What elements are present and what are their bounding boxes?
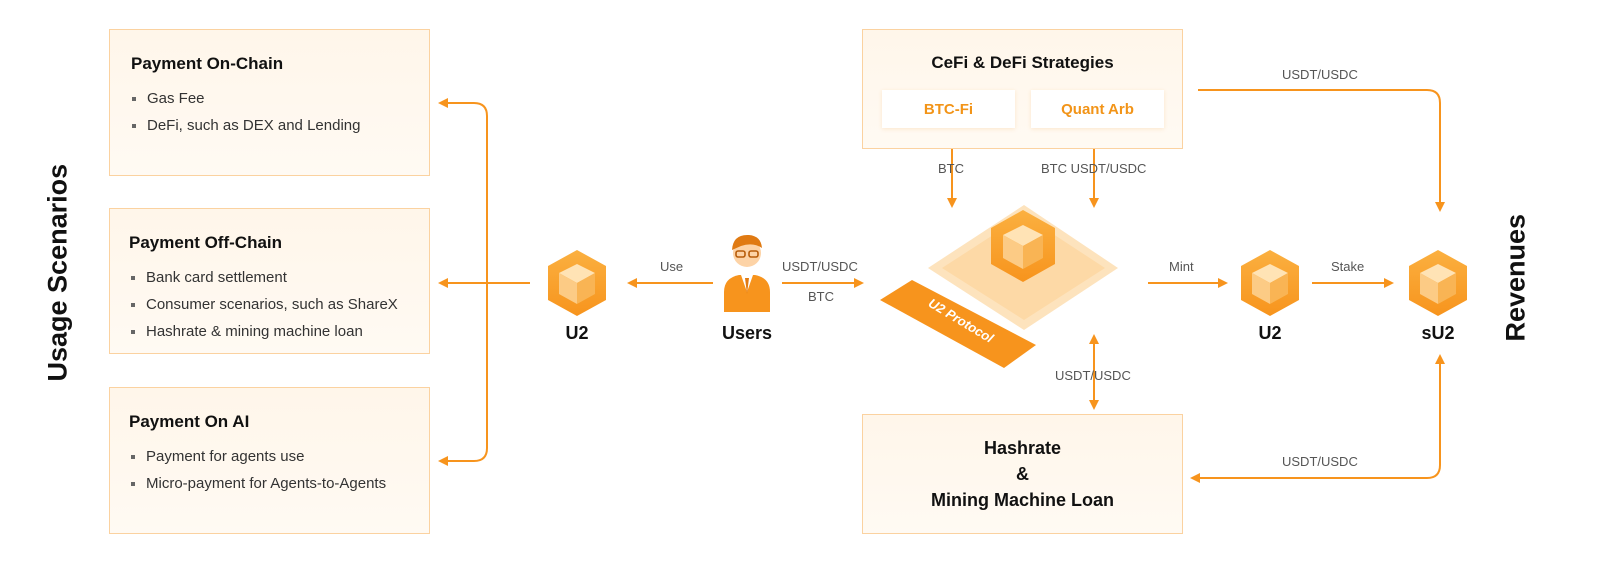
- bracket-arrow-top: [438, 98, 488, 285]
- flow-label-usdt-in: USDT/USDC: [782, 259, 858, 274]
- arrow-strategy-revenue: [1198, 89, 1445, 212]
- list-item: DeFi, such as DEX and Lending: [131, 112, 360, 139]
- list-item: Consumer scenarios, such as ShareX: [130, 291, 398, 318]
- list-item: Micro-payment for Agents-to-Agents: [130, 470, 386, 497]
- card-list: Gas Fee DeFi, such as DEX and Lending: [131, 85, 360, 139]
- flow-label-mint: Mint: [1169, 259, 1194, 274]
- card-title: Payment On-Chain: [131, 54, 284, 73]
- card-list: Payment for agents use Micro-payment for…: [130, 443, 386, 497]
- bracket-arrow-bottom: [438, 285, 488, 466]
- card-title: Payment On AI: [129, 412, 250, 431]
- u2-protocol-banner: [880, 280, 1036, 368]
- list-item: Bank card settlement: [130, 264, 398, 291]
- flow-label-strategy-revenue: USDT/USDC: [1282, 67, 1358, 82]
- u2-mint-icon: [1241, 250, 1299, 316]
- users-label: Users: [721, 323, 773, 343]
- list-item: Gas Fee: [131, 85, 360, 112]
- u2-token-icon: [548, 250, 606, 316]
- flow-label-loan-flow: USDT/USDC: [1055, 368, 1131, 383]
- loan-line-3: Mining Machine Loan: [931, 490, 1114, 510]
- list-item: Hashrate & mining machine loan: [130, 318, 398, 345]
- flow-label-btc-usdt-strategy: BTC USDT/USDC: [1041, 161, 1147, 176]
- flow-label-use: Use: [660, 259, 684, 274]
- flow-label-btc-in: BTC: [808, 289, 834, 304]
- payment-on-ai-card: Payment On AI Payment for agents use Mic…: [109, 387, 430, 534]
- payment-on-chain-card: Payment On-Chain Gas Fee DeFi, such as D…: [109, 29, 430, 176]
- card-title: Payment Off-Chain: [129, 233, 283, 252]
- flow-label-stake: Stake: [1331, 259, 1365, 274]
- quant-arb-chip: Quant Arb: [1031, 90, 1164, 128]
- list-item: Payment for agents use: [130, 443, 386, 470]
- su2-label: sU2: [1421, 323, 1455, 343]
- u2-token-label: U2: [565, 323, 589, 343]
- flow-label-btc-strategy: BTC: [938, 161, 964, 176]
- su2-token-icon: [1409, 250, 1467, 316]
- u2-mint-label: U2: [1258, 323, 1282, 343]
- mining-loan-card: Hashrate & Mining Machine Loan: [862, 414, 1183, 534]
- user-avatar-icon: [724, 234, 770, 312]
- loan-line-1: Hashrate: [983, 438, 1062, 458]
- loan-line-2: &: [1016, 464, 1029, 484]
- payment-off-chain-card: Payment Off-Chain Bank card settlement C…: [109, 208, 430, 354]
- flow-label-loan-revenue: USDT/USDC: [1282, 454, 1358, 469]
- loan-title: Hashrate & Mining Machine Loan: [863, 435, 1182, 513]
- strategies-card: CeFi & DeFi Strategies BTC-Fi Quant Arb: [862, 29, 1183, 149]
- btc-fi-chip: BTC-Fi: [882, 90, 1015, 128]
- u2-protocol-cube-icon: [991, 210, 1055, 282]
- strategies-title: CeFi & DeFi Strategies: [931, 53, 1114, 72]
- card-list: Bank card settlement Consumer scenarios,…: [130, 264, 398, 345]
- arrow-loan-revenue: [1190, 354, 1445, 483]
